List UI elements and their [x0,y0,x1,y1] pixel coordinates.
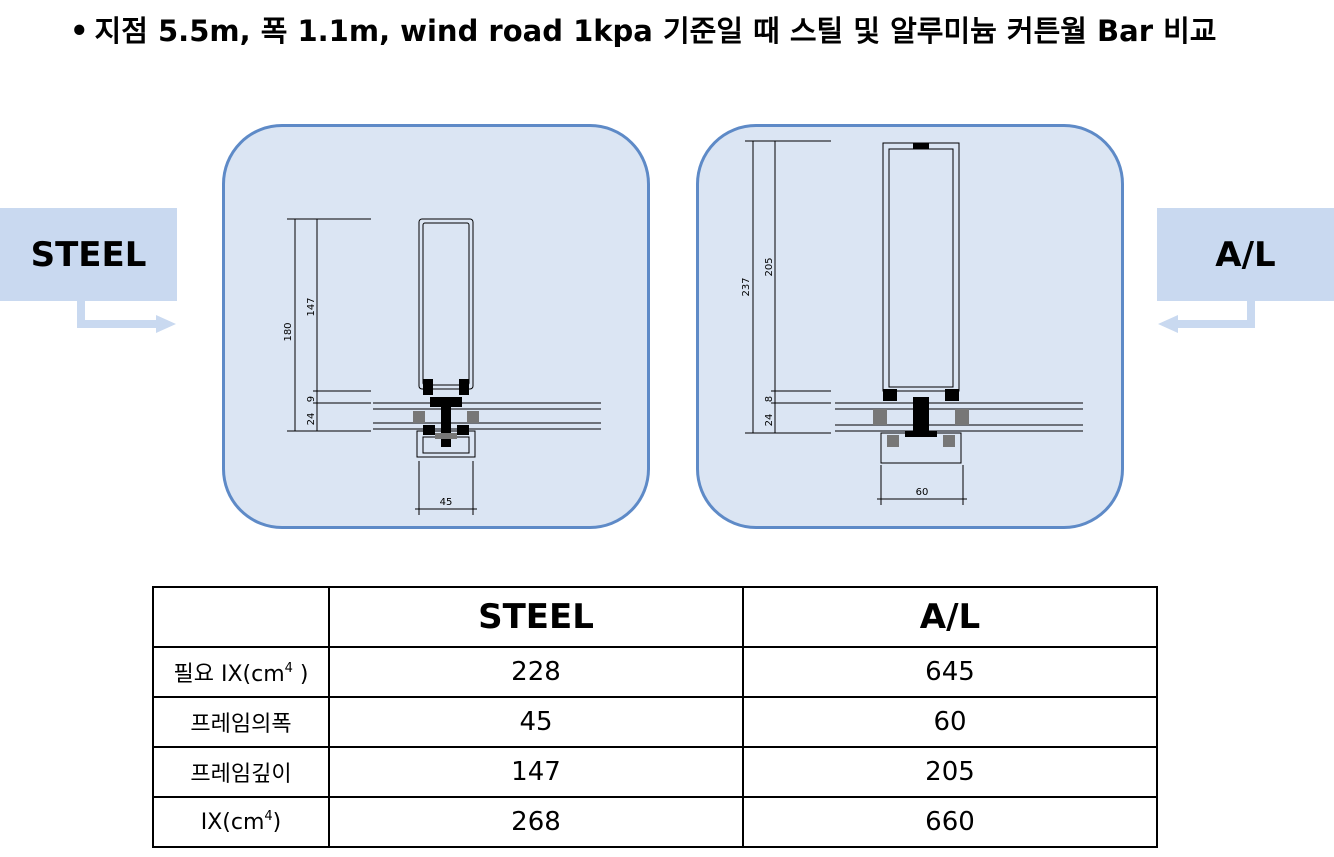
al-value-cell: 60 [742,696,1158,748]
row-label-sup: 4 [284,661,293,676]
row-label-frame-depth: 프레임깊이 [152,746,330,798]
row-label-sup: 4 [264,809,273,824]
steel-value-cell: 147 [328,746,744,798]
steel-value-cell: 268 [328,796,744,848]
al-label-text: A/L [1215,234,1276,275]
al-arrow-icon [1158,298,1255,333]
al-value-cell: 645 [742,646,1158,698]
al-dim-8: 8 [764,396,775,402]
steel-value-cell: 45 [328,696,744,748]
title-bullet: • [70,14,89,48]
row-label-required-ix: 필요 IX(cm4 ) [152,646,330,698]
title-text: 지점 5.5m, 폭 1.1m, wind road 1kpa 기준일 때 스틸… [94,14,1217,48]
steel-value-cell: 228 [328,646,744,698]
al-value-cell: 660 [742,796,1158,848]
steel-dim-frame: 147 [306,297,317,316]
al-dim-total: 237 [741,277,752,296]
row-label-ix: IX(cm4) [152,796,330,848]
al-dim-frame: 205 [764,257,775,276]
al-dim-width: 60 [916,487,929,498]
steel-dim-9: 9 [306,396,317,402]
row-label-suffix: ) [272,810,282,835]
row-label-suffix: ) [292,662,309,687]
al-drawing-panel: 237 205 8 24 60 [696,124,1124,529]
steel-drawing-panel: 180 147 9 24 45 [222,124,650,529]
table-row: 프레임깊이 147 205 [152,746,1158,798]
al-label-box: A/L [1157,208,1334,301]
al-value-cell: 205 [742,746,1158,798]
steel-dim-24: 24 [306,413,317,426]
row-label-text: IX(cm [200,810,265,835]
header-al-cell: A/L [742,586,1158,648]
header-blank-cell [152,586,330,648]
slide-title: •지점 5.5m, 폭 1.1m, wind road 1kpa 기준일 때 스… [70,8,1300,50]
al-dim-24: 24 [764,414,775,427]
header-steel-cell: STEEL [328,586,744,648]
table-row: IX(cm4) 268 660 [152,796,1158,848]
row-label-frame-width: 프레임의폭 [152,696,330,748]
al-section-drawing: 237 205 8 24 60 [741,140,1083,505]
steel-dim-width: 45 [440,497,453,508]
steel-label-text: STEEL [30,234,147,275]
comparison-table: STEEL A/L 필요 IX(cm4 ) 228 645 프레임의폭 45 6… [152,586,1158,848]
steel-label-box: STEEL [0,208,177,301]
table-header-row: STEEL A/L [152,586,1158,648]
table-row: 프레임의폭 45 60 [152,696,1158,748]
steel-arrow-icon [77,298,176,333]
steel-section-drawing: 180 147 9 24 45 [283,218,601,515]
row-label-text: 필요 IX(cm [173,662,285,687]
table-row: 필요 IX(cm4 ) 228 645 [152,646,1158,698]
steel-dim-total: 180 [283,322,294,341]
